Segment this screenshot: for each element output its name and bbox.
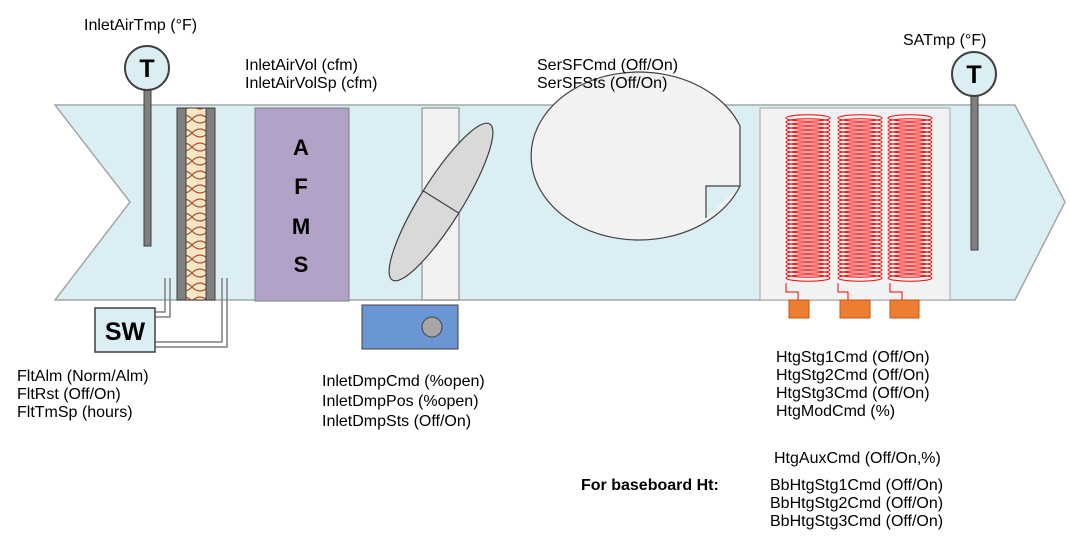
afms-label-1: InletAirVol (cfm) [245,57,358,74]
damper-label-3: InletDmpSts (Off/On) [322,413,472,430]
heating-coil-leads [785,283,903,300]
heating-label-4: HtgModCmd (%) [776,403,896,420]
heating-coil-3 [887,114,933,282]
heating-label-1: HtgStg1Cmd (Off/On) [776,349,930,366]
fan-labels: SerSFCmd (Off/On) SerSFSts (Off/On) [537,57,678,93]
baseboard-label-3: BbHtgStg3Cmd (Off/On) [770,513,944,530]
supply-temp-sensor: T [951,51,997,251]
damper-label-2: InletDmpPos (%open) [322,393,479,410]
damper-label-1: InletDmpCmd (%open) [322,373,485,390]
afms-letter-a: A [293,135,309,160]
afms-box [254,107,350,302]
inlet-temp-label: InletAirTmp (°F) [84,17,198,34]
heating-stage-1 [788,299,810,319]
damper-labels: InletDmpCmd (%open) InletDmpPos (%open) … [322,372,485,432]
afms-letter-m: M [292,214,310,239]
filter-label-2: FltRst (Off/On) [17,386,121,403]
filter-switch-label: SW [105,318,146,346]
baseboard-label-2: BbHtgStg2Cmd (Off/On) [770,495,944,512]
afms-label-2: InletAirVolSp (cfm) [245,75,378,92]
heating-stage-3 [889,299,920,319]
heating-stage-2 [839,299,871,319]
filter-labels: FltAlm (Norm/Alm) FltRst (Off/On) FltTmS… [17,368,149,422]
inlet-temp-symbol: T [139,55,154,83]
heating-aux-label: HtgAuxCmd (Off/On,%) [774,450,941,467]
inlet-temp-sensor: T [124,45,170,247]
heating-labels: HtgStg1Cmd (Off/On) HtgStg2Cmd (Off/On) … [776,349,930,421]
heating-coil-1 [785,114,831,282]
baseboard-heading: For baseboard Ht: [581,477,719,494]
afms-labels: InletAirVol (cfm) InletAirVolSp (cfm) [245,57,377,93]
baseboard-label-1: BbHtgStg1Cmd (Off/On) [770,477,944,494]
heating-label-3: HtgStg3Cmd (Off/On) [776,385,930,402]
filter-switch-box [94,307,156,353]
filter [176,107,216,301]
damper-blade [388,122,494,282]
baseboard-labels: BbHtgStg1Cmd (Off/On) BbHtgStg2Cmd (Off/… [770,477,943,531]
heating-label-2: HtgStg2Cmd (Off/On) [776,367,930,384]
filter-switch-piping [155,278,228,348]
fan-label-1: SerSFCmd (Off/On) [537,57,679,74]
afms-letter-s: S [294,252,309,277]
afms-letter-f: F [294,174,307,199]
supply-fan [530,71,741,241]
filter-label-3: FltTmSp (hours) [17,404,133,421]
supply-temp-label: SATmp (°F) [903,32,987,49]
fan-label-2: SerSFSts (Off/On) [537,75,668,92]
heating-coil-2 [837,114,883,282]
supply-temp-symbol: T [966,61,981,89]
heating-coils [785,114,933,282]
damper-actuator [361,304,459,350]
filter-label-1: FltAlm (Norm/Alm) [17,368,149,385]
